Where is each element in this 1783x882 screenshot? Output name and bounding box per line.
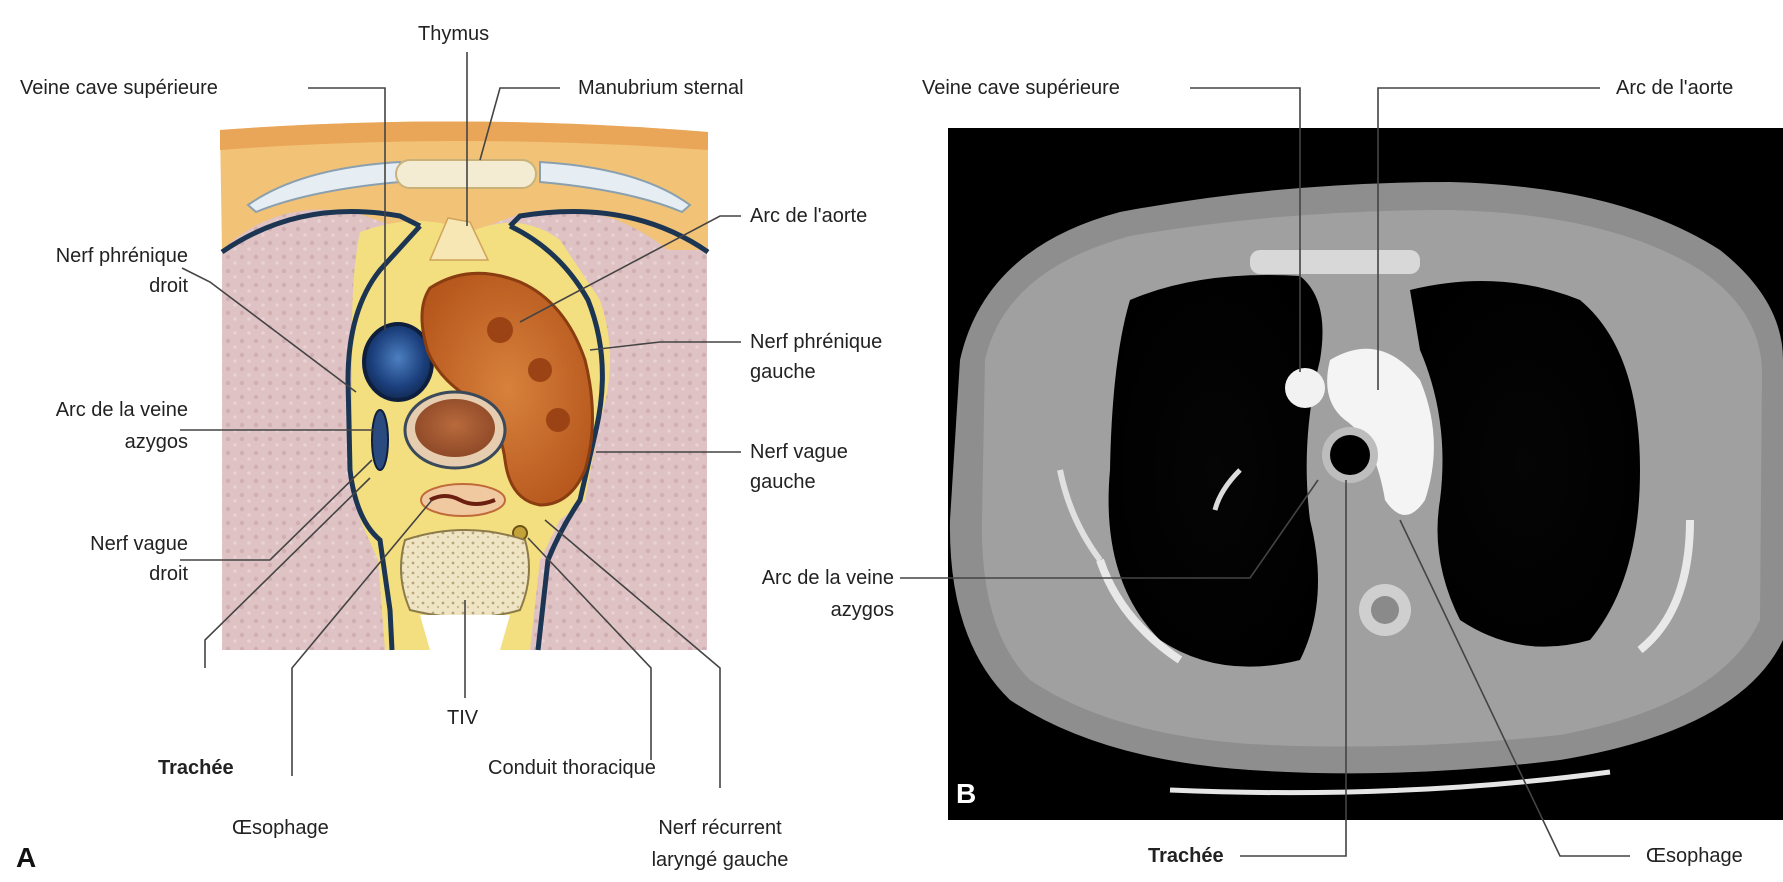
ct-right-lung: [1109, 275, 1323, 667]
ct-muscle: [982, 210, 1762, 747]
label-vagus-right-line1: Nerf vague: [10, 532, 188, 556]
label-esophagus: Œsophage: [232, 816, 329, 840]
panel-letter-b: B: [956, 778, 976, 810]
label-vagus-left-line1: Nerf vague: [750, 440, 848, 464]
label-phrenic-right-line1: Nerf phrénique: [10, 244, 188, 268]
aortic-branch: [487, 317, 513, 343]
azygos-arch: [372, 410, 388, 470]
label-azygos-line2: azygos: [10, 430, 188, 454]
trachea: [415, 399, 495, 457]
manubrium: [396, 160, 536, 188]
label-thoracic-duct: Conduit thoracique: [488, 756, 656, 780]
label-trachea: Trachée: [158, 756, 234, 780]
label-phrenic-right-line2: droit: [10, 274, 188, 298]
label-aortic-arch: Arc de l'aorte: [750, 204, 867, 228]
label-manubrium: Manubrium sternal: [578, 76, 744, 100]
label-phrenic-left-line2: gauche: [750, 360, 816, 384]
superior-vena-cava: [364, 324, 432, 400]
ct-label-trachea: Trachée: [1148, 844, 1224, 868]
panel-a-illustration: [220, 121, 708, 650]
panel-b-ct-scan: [948, 128, 1783, 820]
label-recurrent-line1: Nerf récurrent: [620, 816, 820, 840]
panel-letter-a: A: [16, 842, 36, 874]
label-tiv: TIV: [447, 706, 478, 730]
label-svc: Veine cave supérieure: [20, 76, 218, 100]
ct-label-azygos-line2: azygos: [690, 598, 894, 622]
aortic-branch: [546, 408, 570, 432]
label-thymus: Thymus: [418, 22, 489, 46]
label-phrenic-left-line1: Nerf phrénique: [750, 330, 882, 354]
ct-superior-vena-cava: [1285, 368, 1325, 408]
label-vagus-left-line2: gauche: [750, 470, 816, 494]
ct-vertebral-canal: [1371, 596, 1399, 624]
ct-label-azygos-line1: Arc de la veine: [690, 566, 894, 590]
ct-sternum: [1250, 250, 1420, 274]
label-vagus-right-line2: droit: [10, 562, 188, 586]
ct-label-svc: Veine cave supérieure: [922, 76, 1120, 100]
ct-label-esophagus: Œsophage: [1646, 844, 1743, 868]
label-azygos-line1: Arc de la veine: [10, 398, 188, 422]
aortic-branch: [528, 358, 552, 382]
ct-label-aortic-arch: Arc de l'aorte: [1616, 76, 1733, 100]
label-recurrent-line2: laryngé gauche: [620, 848, 820, 872]
ct-trachea: [1330, 435, 1370, 475]
